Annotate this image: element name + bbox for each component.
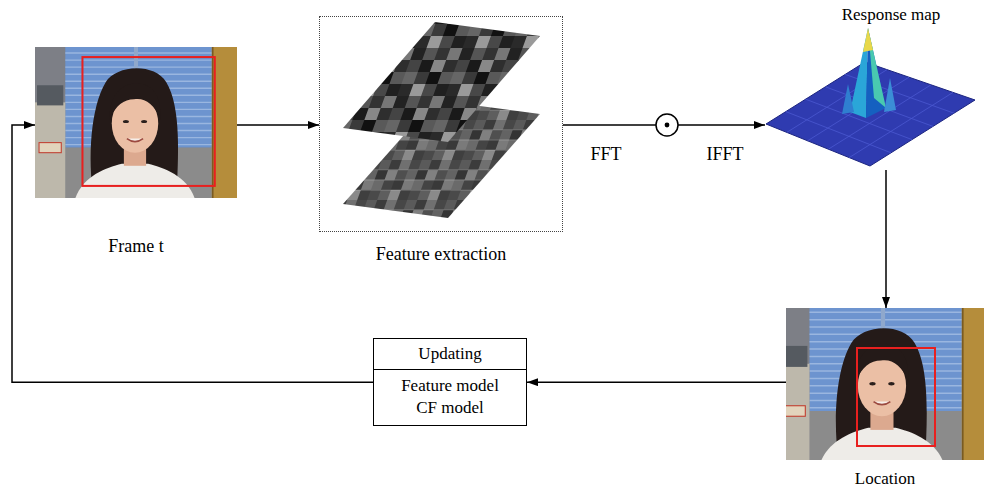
flow-arrow	[527, 381, 786, 383]
operation-label: IFFT	[706, 144, 743, 166]
caption-text: Response map	[842, 5, 941, 25]
feature-box: Feature extraction	[319, 16, 563, 232]
header-cell: Updating	[374, 339, 526, 370]
operation-label: FFT	[590, 144, 621, 166]
flow-arrow	[885, 170, 887, 308]
box-line: Feature model	[401, 375, 499, 397]
body-cell: Feature modelCF model	[374, 370, 526, 425]
update-box: UpdatingFeature modelCF model	[373, 338, 527, 426]
response-map: Response map	[765, 30, 977, 170]
location-image: Location	[786, 308, 984, 460]
caption-text: Frame t	[108, 236, 164, 258]
frame-image: Frame t	[35, 47, 237, 198]
caption-text: Location	[855, 469, 915, 489]
box-heading: Updating	[418, 343, 481, 365]
product-symbol	[654, 112, 680, 138]
flow-arrow	[237, 124, 319, 126]
box-line: CF model	[416, 397, 484, 419]
location-photo	[786, 308, 984, 460]
frame-photo	[35, 47, 237, 198]
caption-text: Feature extraction	[376, 244, 506, 266]
